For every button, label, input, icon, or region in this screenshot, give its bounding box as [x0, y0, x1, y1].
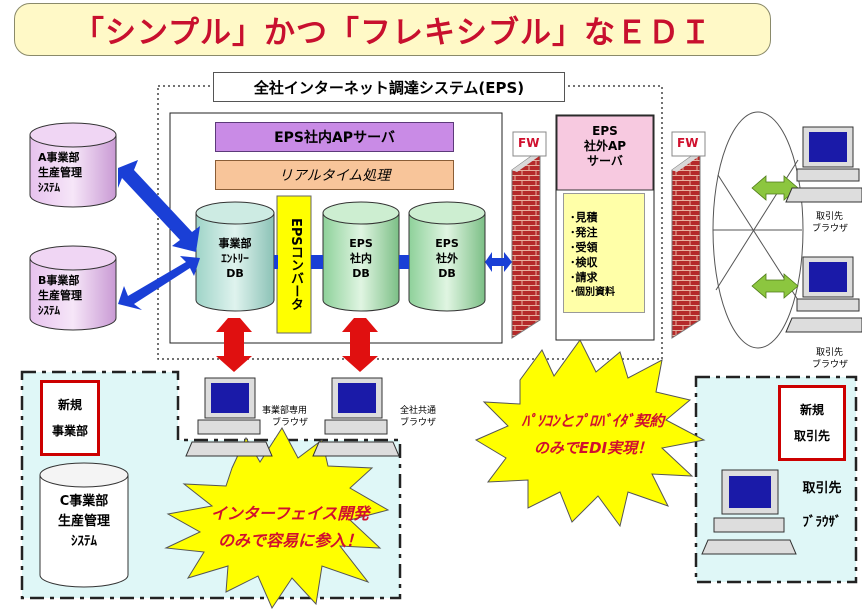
system-label: 全社インターネット調達システム(EPS) [213, 72, 565, 102]
firewall-right-wall [671, 149, 705, 339]
converter-label: EPSコンバータ [288, 218, 303, 311]
dept-b-system-cylinder [29, 245, 117, 331]
partner-browser-2-label: 取引先ブラウザ [812, 348, 849, 370]
function-item: ･受領 [570, 241, 598, 254]
burst-right-text: ﾊﾟｿｺﾝとﾌﾟﾛﾊﾞｲﾀﾞ契約のみでEDI実現！ [521, 412, 665, 457]
computer-partner-1 [785, 126, 862, 203]
blue-arrow-firewall [485, 252, 512, 272]
burst-left-shape [164, 427, 390, 610]
firewall-right-label: FW [677, 136, 699, 150]
dept-c-label: C事業部生産管理ｼｽﾃﾑ [57, 494, 110, 549]
firewall-left-wall [511, 149, 545, 339]
function-item: ･個別資料 [570, 287, 615, 298]
external-db-cylinder [408, 201, 486, 312]
computer-partner-2 [785, 256, 862, 333]
internet-cloud [712, 111, 804, 349]
dept-b-label: B事業部生産管理ｼｽﾃﾑ [38, 274, 82, 317]
burst-right-shape [474, 339, 706, 528]
function-item: ･見積 [570, 211, 598, 224]
function-list: ･見積 ･発注 ･受領 ･検収 ･請求 ･個別資料 [563, 193, 645, 313]
computer-new-partner [701, 469, 797, 555]
entry-db-cylinder [195, 201, 275, 312]
computer-shared-browser [312, 377, 400, 457]
function-item: ･検収 [570, 256, 598, 269]
firewall-left-label: FW [518, 136, 540, 150]
dept-a-label: A事業部生産管理ｼｽﾃﾑ [38, 151, 82, 194]
new-partner-browser-label: 取引先ﾌﾞﾗｳｻﾞ [802, 481, 842, 530]
partner-browser-1-label: 取引先ブラウザ [812, 212, 849, 234]
dept-a-system-cylinder [29, 122, 117, 208]
function-item: ･請求 [570, 271, 598, 284]
shared-browser-label: 全社共通ブラウザ [400, 406, 437, 428]
green-arrows [751, 175, 799, 299]
burst-left-text: インターフェイス開発のみで容易に参入！ [210, 504, 370, 550]
blue-arrows-depts [118, 160, 200, 310]
realtime-processing: リアルタイム処理 [215, 160, 454, 190]
internal-db-cylinder [322, 201, 400, 312]
title-banner: 「シンプル」かつ「フレキシブル」なＥＤＩ [14, 3, 771, 56]
red-arrows-browsers [216, 318, 378, 372]
dept-browser-label: 事業部専用ブラウザ [262, 406, 309, 428]
computer-dept-browser [185, 377, 273, 457]
page-title: 「シンプル」かつ「フレキシブル」なＥＤＩ [72, 15, 713, 51]
internal-ap-server: EPS社内APサーバ [215, 122, 454, 152]
new-partner-box: 新規取引先 [778, 385, 846, 461]
function-item: ･発注 [570, 226, 598, 239]
new-dept-box: 新規事業部 [40, 380, 100, 456]
dept-c-system-cylinder [39, 462, 129, 588]
